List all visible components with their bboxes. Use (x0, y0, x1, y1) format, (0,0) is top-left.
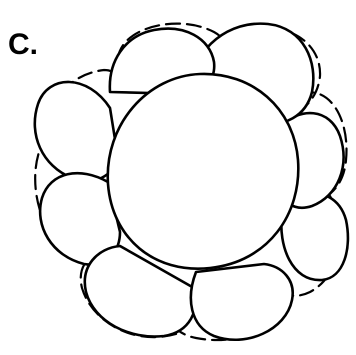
lobe-bottom (191, 264, 293, 340)
central-disc (108, 74, 299, 269)
panel-label: C. (8, 30, 38, 60)
lobe-left-upper (35, 82, 118, 181)
